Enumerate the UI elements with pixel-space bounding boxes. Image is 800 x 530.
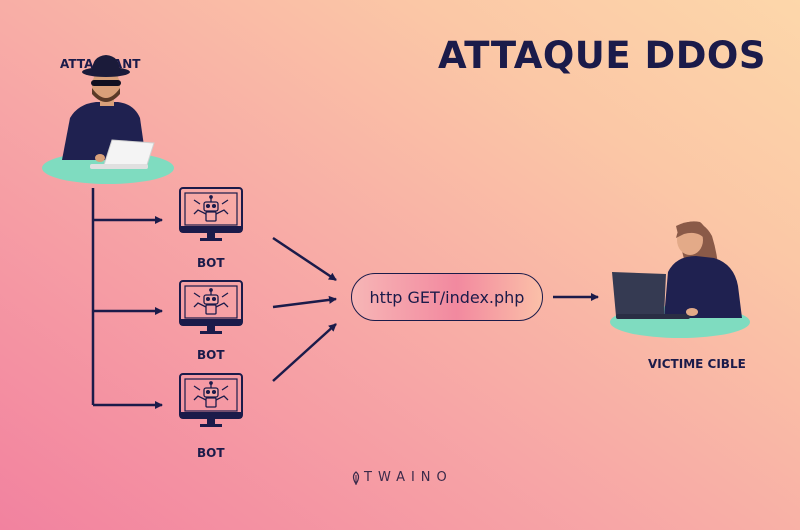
bot-label-3: BOT: [197, 446, 225, 460]
robot-icon: [193, 195, 229, 222]
brand-name: TWAINO: [364, 470, 453, 485]
robot-icon: [193, 381, 229, 408]
bots-to-request-arrows: [272, 236, 337, 382]
attacker-to-bots-connectors: [91, 188, 163, 409]
victim-label: VICTIME CIBLE: [648, 357, 746, 371]
bot-label-1: BOT: [197, 256, 225, 270]
http-request-pill: http GET/index.php: [351, 273, 543, 321]
diagram-title: ATTAQUE DDOS: [438, 34, 767, 77]
robot-icon: [193, 288, 229, 315]
brand-wordmark: TWAINO: [364, 470, 453, 485]
victim-figure: [610, 221, 750, 338]
leaf-logo-icon: [352, 471, 360, 486]
bot-monitor-2: [179, 280, 243, 334]
bot-label-2: BOT: [197, 348, 225, 362]
bot-monitor-3: [179, 373, 243, 427]
bot-monitor-1: [179, 187, 243, 241]
attacker-figure: [42, 55, 174, 184]
http-request-label: http GET/index.php: [369, 287, 525, 307]
